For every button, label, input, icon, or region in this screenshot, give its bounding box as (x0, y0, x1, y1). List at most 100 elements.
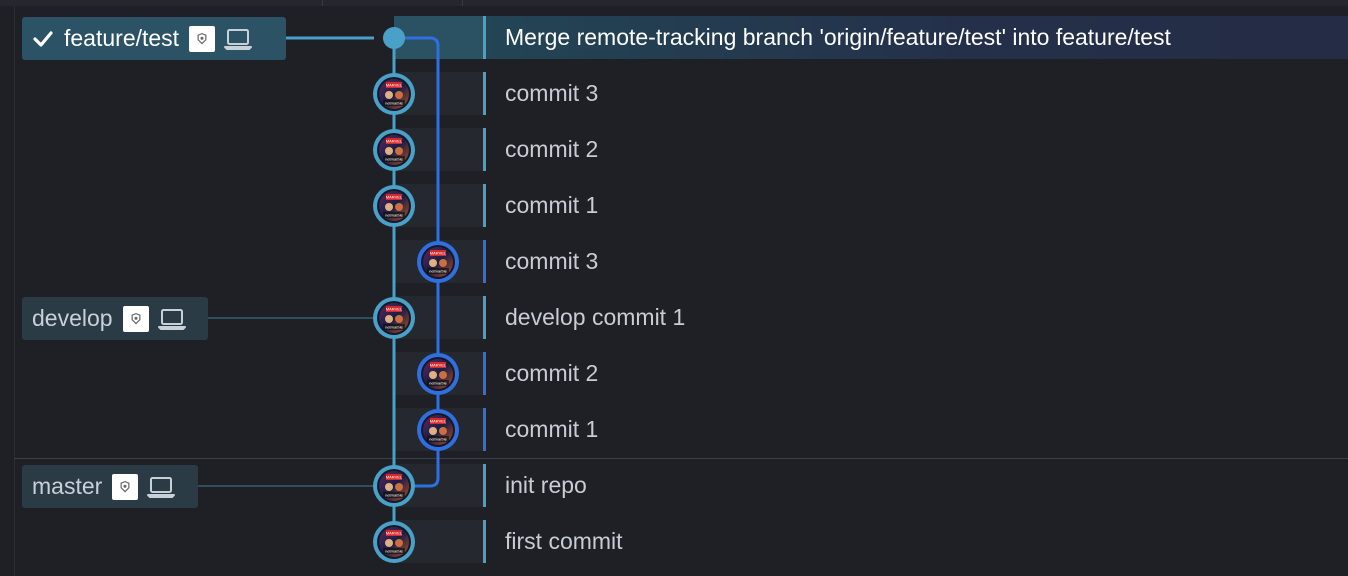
row-background (486, 72, 1348, 115)
avatar-brand-bottom: netmarble (385, 213, 404, 218)
lane-color-marker (483, 240, 486, 283)
avatar-figure-left (385, 147, 393, 155)
master-divider-line (14, 458, 1348, 459)
column-separator[interactable] (462, 0, 463, 6)
avatar-brand-bottom: netmarble (385, 157, 404, 162)
avatar-caption-band (383, 212, 405, 218)
avatar-figure-right (395, 483, 403, 491)
row-background (486, 520, 1348, 563)
commit-avatar[interactable]: MARVEL netmarble (373, 129, 415, 171)
avatar-figure-left (385, 539, 393, 547)
avatar-figure-right (395, 203, 403, 211)
remote-avatar-icon (122, 305, 149, 332)
commit-message: commit 1 (505, 192, 599, 218)
avatar-brand-bottom: netmarble (385, 493, 404, 498)
avatar-brand-top: MARVEL (386, 138, 403, 143)
lane-color-marker (483, 128, 486, 171)
avatar-brand-bottom: netmarble (429, 269, 448, 274)
commit-message: Merge remote-tracking branch 'origin/fea… (505, 24, 1171, 50)
check-icon (32, 28, 54, 50)
commit-row[interactable]: commit 3 (0, 224, 1348, 283)
avatar-brand-top: MARVEL (386, 530, 403, 535)
avatar-figure-left (385, 203, 393, 211)
avatar-logo-band (386, 194, 402, 200)
commit-message: first commit (505, 528, 623, 554)
branch-label-develop[interactable]: develop (22, 297, 208, 340)
panel-edge (14, 6, 15, 576)
column-header-strip (0, 0, 1348, 6)
commit-avatar[interactable]: MARVEL netmarble (373, 521, 415, 563)
avatar-brand-top: MARVEL (386, 474, 403, 479)
lane-color-marker (483, 72, 486, 115)
branch-label-feature-test[interactable]: feature/test (22, 17, 286, 60)
avatar-figure-left (429, 427, 437, 435)
avatar-caption-band (383, 100, 405, 106)
avatar-brand-top: MARVEL (386, 194, 403, 199)
commit-row[interactable]: develop commit 1 (0, 280, 1348, 339)
avatar-figure-left (385, 91, 393, 99)
avatar-logo-band (386, 530, 402, 536)
avatar-figure-left (385, 315, 393, 323)
commit-message: init repo (505, 472, 587, 498)
branch-name: develop (32, 305, 113, 331)
avatar-figure-right (395, 315, 403, 323)
avatar-logo-band (386, 474, 402, 480)
avatar-brand-top: MARVEL (386, 82, 403, 87)
commit-avatar[interactable]: MARVEL netmarble (373, 73, 415, 115)
avatar-caption-band (383, 156, 405, 162)
lane-color-marker (483, 352, 486, 395)
laptop-icon (157, 306, 187, 332)
row-background (486, 184, 1348, 227)
commit-avatar[interactable]: MARVEL netmarble (373, 465, 415, 507)
remote-avatar-icon (189, 25, 216, 52)
avatar-brand-bottom: netmarble (429, 381, 448, 386)
avatar-figure-right (395, 147, 403, 155)
branch-name: master (32, 473, 103, 499)
avatar-figure-right (439, 259, 447, 267)
avatar-caption-band (427, 436, 449, 442)
avatar-brand-bottom: netmarble (385, 101, 404, 106)
avatar-logo-band (430, 250, 446, 256)
row-background (486, 16, 1348, 59)
row-background (486, 128, 1348, 171)
avatar-brand-top: MARVEL (430, 418, 447, 423)
column-separator[interactable] (322, 0, 323, 6)
avatar-figure-right (395, 539, 403, 547)
merge-commit-node[interactable] (383, 27, 405, 49)
commit-row-selected[interactable]: Merge remote-tracking branch 'origin/fea… (0, 0, 1348, 59)
branch-name: feature/test (64, 25, 180, 51)
avatar-brand-bottom: netmarble (385, 325, 404, 330)
avatar-logo-band (386, 138, 402, 144)
avatar-caption-band (383, 324, 405, 330)
commit-message: commit 2 (505, 136, 599, 162)
remote-avatar-icon (112, 473, 139, 500)
commit-message: develop commit 1 (505, 304, 686, 330)
avatar-caption-band (427, 380, 449, 386)
lane-color-marker (483, 408, 486, 451)
avatar-logo-band (386, 82, 402, 88)
lane-color-marker (483, 184, 486, 227)
row-background (486, 408, 1348, 451)
avatar-figure-right (395, 91, 403, 99)
commit-message: commit 3 (505, 80, 599, 106)
branch-label-master[interactable]: master (22, 465, 198, 508)
avatar-logo-band (430, 418, 446, 424)
lane-color-marker (483, 16, 486, 59)
commit-avatar[interactable]: MARVEL netmarble (373, 185, 415, 227)
row-background (486, 240, 1348, 283)
commit-message: commit 3 (505, 248, 599, 274)
commit-row[interactable]: commit 2 (0, 336, 1348, 395)
commit-row[interactable]: commit 2 (0, 112, 1348, 171)
avatar-caption-band (383, 548, 405, 554)
avatar-figure-right (439, 427, 447, 435)
row-background (486, 296, 1348, 339)
avatar-brand-bottom: netmarble (385, 549, 404, 554)
commit-row[interactable]: first commit (0, 504, 1348, 563)
commit-message: commit 2 (505, 360, 599, 386)
